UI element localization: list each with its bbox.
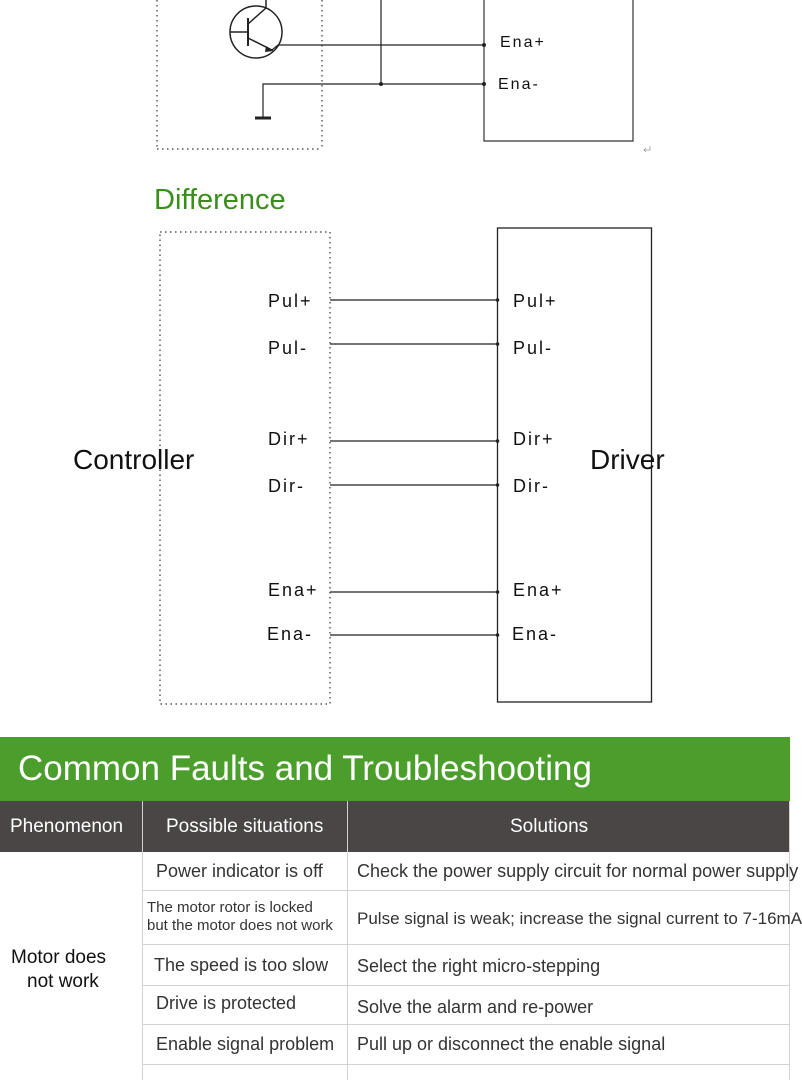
situation-cell: The speed is too slow [154, 955, 329, 975]
controller-pin-ena-minus: Ena- [267, 624, 314, 644]
wire-terminal-dot [495, 633, 500, 637]
faults-title: Common Faults and Troubleshooting [18, 749, 592, 788]
row-divider [142, 1064, 790, 1065]
row-divider [142, 1024, 790, 1025]
driver-pin-ena-plus: Ena+ [513, 580, 564, 600]
driver-label: Driver [590, 444, 665, 475]
column-divider [142, 801, 143, 1080]
solution-cell: Solve the alarm and re-power [357, 997, 594, 1017]
wire-terminal-dot [495, 342, 500, 346]
wire-terminal-dot [495, 439, 500, 443]
wire-terminal-dot [495, 590, 500, 594]
row-divider [142, 985, 790, 986]
transistor-symbol [229, 0, 283, 59]
return-mark-icon [643, 146, 651, 153]
situation-cell: Drive is protected [156, 993, 297, 1013]
row-divider [142, 944, 790, 945]
top-pin-ena-minus: Ena- [498, 76, 540, 93]
situation-cell-line: but the motor does not work [147, 917, 333, 934]
faults-banner: Common Faults and Troubleshooting [0, 737, 790, 801]
difference-wiring-diagram [159, 227, 653, 705]
driver-pin-dir-plus: Dir+ [513, 429, 555, 449]
controller-pin-pul-plus: Pul+ [268, 291, 313, 311]
driver-pin-ena-minus: Ena- [512, 624, 559, 644]
column-divider [347, 801, 348, 1080]
wire-terminal-dot [495, 298, 500, 302]
phenomenon-line: not work [27, 971, 99, 992]
controller-pin-ena-plus: Ena+ [268, 580, 319, 600]
situation-cell: Power indicator is off [156, 861, 323, 881]
driver-pin-pul-minus: Pul- [513, 338, 554, 358]
header-phenomenon: Phenomenon [10, 816, 124, 837]
controller-pin-dir-plus: Dir+ [268, 429, 310, 449]
solution-cell: Check the power supply circuit for norma… [357, 861, 799, 881]
header-solutions: Solutions [510, 816, 589, 837]
driver-pin-pul-plus: Pul+ [513, 291, 558, 311]
top-pin-ena-plus: Ena+ [500, 34, 546, 51]
top-wiring-diagram [156, 0, 651, 153]
difference-title: Difference [154, 184, 286, 216]
situation-cell: Enable signal problem [156, 1034, 335, 1054]
solution-cell: Pull up or disconnect the enable signal [357, 1034, 666, 1054]
controller-pin-pul-minus: Pul- [268, 338, 309, 358]
driver-pin-dir-minus: Dir- [513, 476, 550, 496]
situation-cell-line: The motor rotor is locked [147, 899, 313, 916]
row-divider [142, 890, 790, 891]
table-right-border [789, 801, 790, 1080]
header-possible-situations: Possible situations [166, 816, 324, 837]
faults-table-header: Phenomenon Possible situations Solutions [0, 801, 790, 852]
wire-terminal-dot [495, 483, 500, 487]
controller-pin-dir-minus: Dir- [268, 476, 305, 496]
solution-cell: Pulse signal is weak; increase the signa… [357, 909, 802, 928]
solution-cell: Select the right micro-stepping [357, 956, 601, 976]
controller-label: Controller [73, 444, 195, 475]
phenomenon-line: Motor does [11, 947, 107, 968]
